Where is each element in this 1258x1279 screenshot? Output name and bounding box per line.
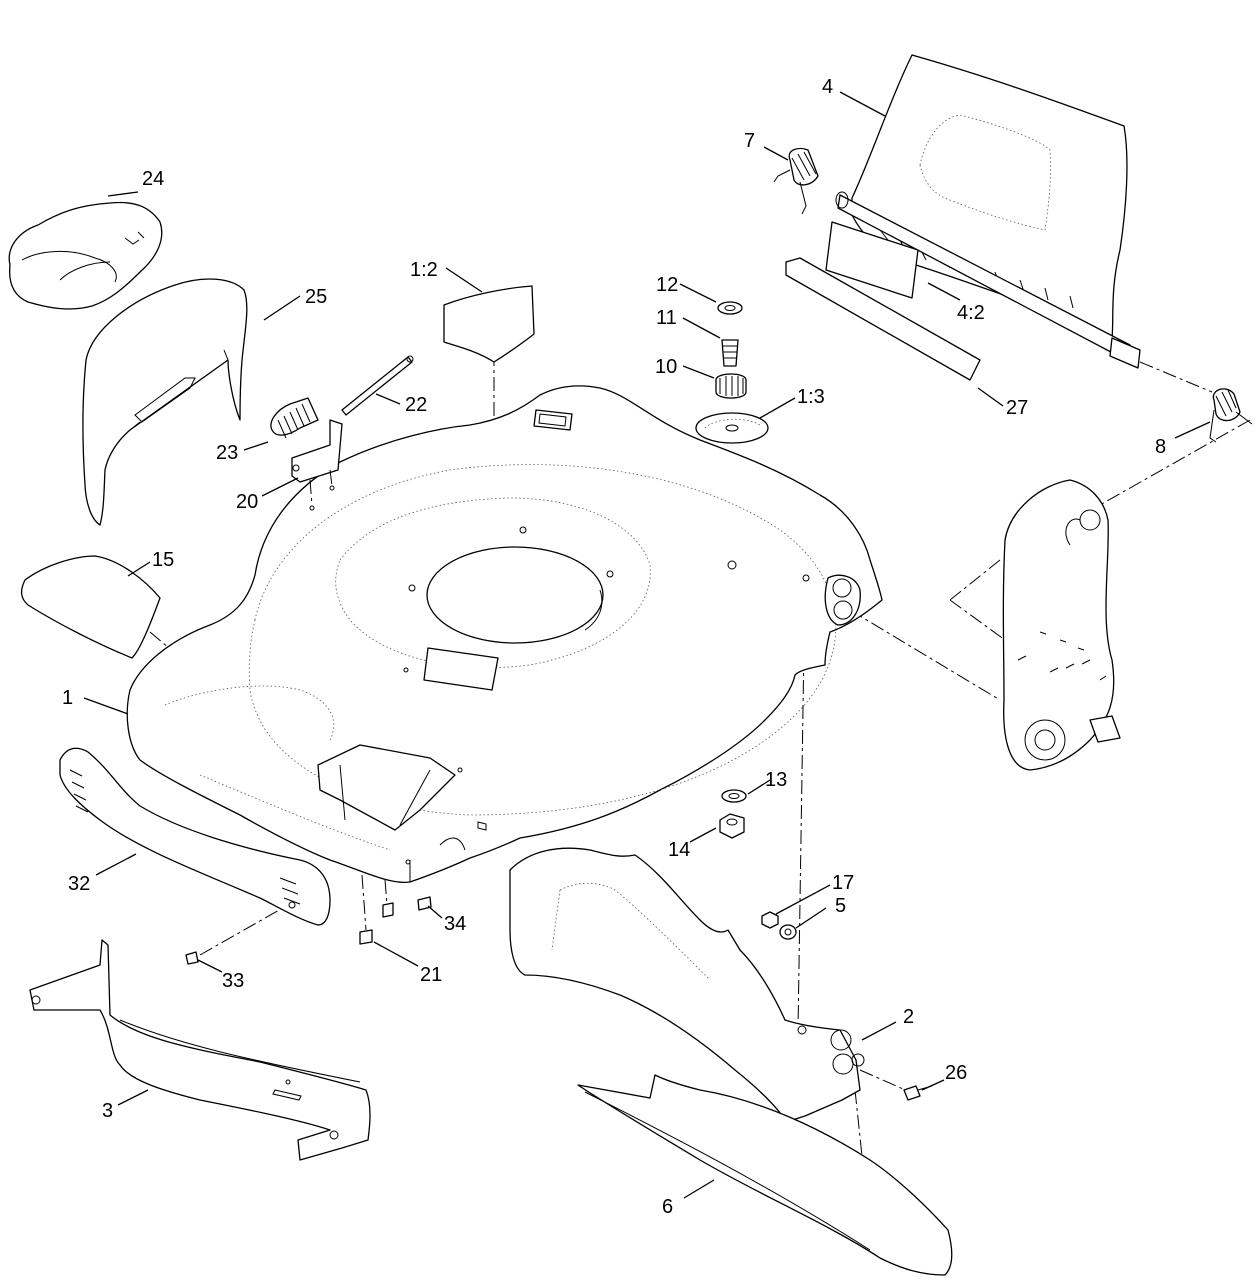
callout-27: 27 — [1006, 397, 1028, 419]
part-front-shield — [59, 747, 331, 926]
callout-20: 20 — [236, 491, 258, 513]
part-decal-1-2 — [443, 285, 535, 363]
callout-23: 23 — [216, 442, 238, 464]
part-hinge-rod — [341, 355, 414, 416]
callout-4-2: 4:2 — [957, 302, 985, 324]
part-torsion-spring-7 — [773, 147, 819, 215]
callout-33: 33 — [222, 970, 244, 992]
part-housing-deck — [126, 385, 883, 884]
part-decal-1-3 — [695, 412, 769, 444]
callout-4: 4 — [822, 76, 833, 98]
callout-26: 26 — [945, 1062, 967, 1084]
part-height-knob-stack — [715, 301, 747, 399]
callout-24: 24 — [142, 168, 164, 190]
callout-1-2: 1:2 — [410, 259, 438, 281]
part-torsion-spring-23 — [270, 397, 319, 439]
callout-21: 21 — [420, 964, 442, 986]
part-torsion-spring-8 — [1209, 388, 1253, 443]
callout-labels: 1 2 3 4 5 6 7 8 10 11 12 13 14 15 17 20 … — [62, 76, 1166, 1218]
callout-22: 22 — [405, 394, 427, 416]
part-front-bumper — [29, 939, 371, 1161]
part-rear-plate — [577, 1074, 953, 1276]
callout-32: 32 — [68, 873, 90, 895]
callout-1-3: 1:3 — [797, 386, 825, 408]
callout-5: 5 — [835, 895, 846, 917]
callout-17: 17 — [832, 872, 854, 894]
callout-12: 12 — [656, 274, 678, 296]
callout-15: 15 — [152, 549, 174, 571]
callout-13: 13 — [765, 769, 787, 791]
callout-3: 3 — [102, 1100, 113, 1122]
part-foam-strip — [785, 257, 981, 381]
callout-2: 2 — [903, 1006, 914, 1028]
part-rear-chute — [509, 847, 865, 1123]
part-label-4-2 — [825, 221, 919, 299]
callout-34: 34 — [444, 913, 466, 935]
part-rear-cover — [8, 201, 163, 310]
part-rear-flap — [835, 54, 1141, 369]
callout-14: 14 — [668, 839, 690, 861]
callout-25: 25 — [305, 286, 327, 308]
part-label-pad — [20, 555, 161, 659]
callout-6: 6 — [662, 1196, 673, 1218]
callout-11: 11 — [656, 307, 677, 329]
callout-1: 1 — [62, 687, 73, 709]
callout-8: 8 — [1155, 436, 1166, 458]
callout-7: 7 — [744, 130, 755, 152]
part-bracket-20 — [291, 419, 343, 511]
callout-10: 10 — [655, 356, 677, 378]
part-deflector — [82, 278, 248, 526]
part-height-adjust-bracket — [1002, 479, 1121, 771]
leader-lines — [83, 91, 1211, 1199]
